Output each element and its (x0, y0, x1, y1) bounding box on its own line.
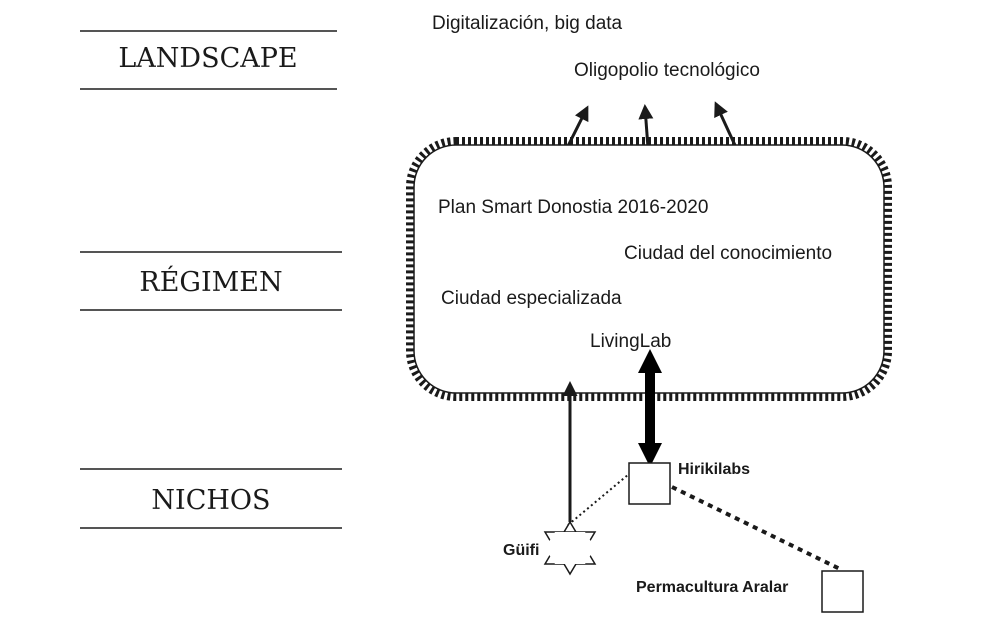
hirikilabs-label: Hirikilabs (678, 461, 750, 478)
regime-item-living-lab: LivingLab (590, 331, 671, 352)
regime-boundary-teeth (406, 137, 892, 401)
permacultura-square (821, 570, 864, 613)
regime-boundary (406, 137, 892, 401)
guifi-star-icon (543, 520, 597, 576)
niches-label: NICHOS (151, 485, 270, 516)
regime-item-knowledge-city: Ciudad del conocimiento (624, 243, 832, 264)
landscape-label: LANDSCAPE (118, 43, 297, 74)
guifi-label: Güifi (503, 542, 539, 559)
regime-boundary-inner-mask (414, 145, 884, 393)
guifi-hirikilabs-link (567, 473, 630, 526)
landscape-item-digitalization: Digitalización, big data (432, 13, 623, 34)
level-niches: NICHOS (80, 468, 342, 529)
level-regime: RÉGIMEN (80, 251, 342, 311)
level-landscape: LANDSCAPE (80, 30, 337, 90)
regime-item-plan-smart: Plan Smart Donostia 2016-2020 (438, 197, 708, 218)
permacultura-label: Permacultura Aralar (636, 579, 788, 596)
hirikilabs-square (628, 462, 671, 505)
landscape-item-oligopoly: Oligopolio tecnológico (574, 60, 760, 81)
regime-item-specialized-city: Ciudad especializada (441, 288, 622, 309)
regime-label: RÉGIMEN (139, 265, 282, 298)
guifi-star-core (545, 532, 595, 564)
hirikilabs-permacultura-link (671, 485, 843, 572)
